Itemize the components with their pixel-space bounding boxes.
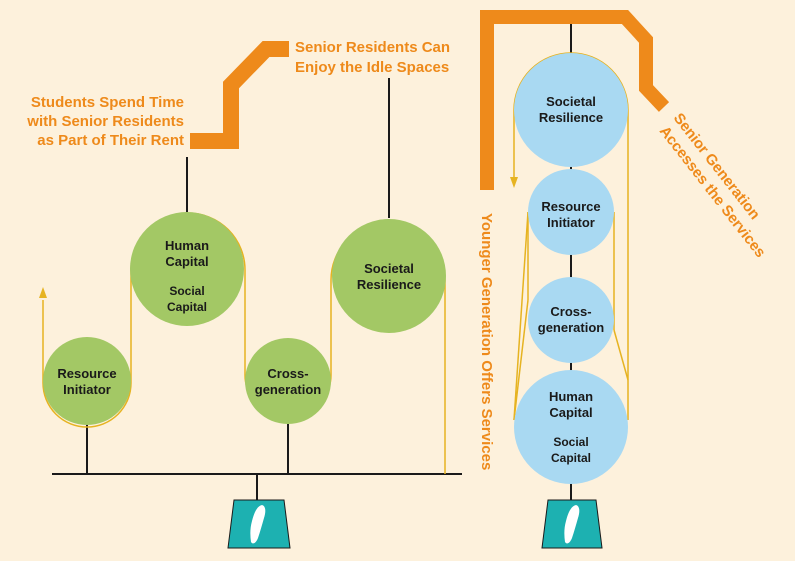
right-cross-generation-line2: generation (538, 320, 605, 335)
students-callout-line3: as Part of Their Rent (37, 132, 184, 149)
left-social-capital-line1: Social (169, 284, 204, 298)
left-societal-resilience-line1: Societal (364, 261, 414, 276)
right-societal-resilience-line1: Societal (546, 94, 596, 109)
right-human-capital-line2: Capital (549, 405, 592, 420)
younger-generation-label: Younger Generation Offers Services (478, 213, 495, 470)
taiwan-island-icon-right (564, 505, 580, 544)
left-resource-initiator-line2: Initiator (63, 382, 111, 397)
left-base (227, 499, 291, 549)
right-node-human-capital (514, 370, 628, 484)
right-societal-resilience-line2: Resilience (539, 110, 603, 125)
left-cross-generation-line1: Cross- (267, 366, 308, 381)
left-human-capital-line2: Capital (165, 254, 208, 269)
left-human-capital-line1: Human (165, 238, 209, 253)
right-resource-initiator-line1: Resource (541, 199, 600, 214)
right-down-arrow (510, 177, 518, 188)
left-up-arrow (39, 287, 47, 298)
right-base (541, 499, 603, 549)
right-cross-generation-line1: Cross- (550, 304, 591, 319)
left-node-societal-resilience (332, 219, 446, 333)
seniors-callout-line2: Enjoy the Idle Spaces (295, 59, 449, 76)
right-diagram: Societal Resilience Resource Initiator C… (478, 10, 769, 549)
left-node-resource-initiator (43, 337, 131, 425)
right-human-capital-line1: Human (549, 389, 593, 404)
right-node-resource-initiator (528, 169, 614, 255)
students-callout-line1: Students Spend Time (31, 94, 184, 111)
right-node-cross-generation (528, 277, 614, 363)
left-diagram: Resource Initiator Human Capital Social … (26, 39, 462, 549)
senior-generation-label-line2: Accesses the Services (656, 123, 769, 261)
left-node-cross-generation (245, 338, 331, 424)
left-cross-generation-line2: generation (255, 382, 322, 397)
right-node-societal-resilience (514, 53, 628, 167)
right-resource-initiator-line2: Initiator (547, 215, 595, 230)
left-node-human-capital (130, 212, 244, 326)
seniors-callout-line1: Senior Residents Can (295, 39, 450, 56)
left-social-capital-line2: Capital (167, 300, 207, 314)
left-societal-resilience-line2: Resilience (357, 277, 421, 292)
taiwan-island-icon (250, 505, 266, 544)
students-callout-line2: with Senior Residents (26, 113, 184, 130)
right-orange-frame (480, 10, 670, 190)
right-social-capital-line2: Capital (551, 451, 591, 465)
left-resource-initiator-line1: Resource (57, 366, 116, 381)
left-orange-bracket (190, 41, 289, 149)
right-social-capital-line1: Social (553, 435, 588, 449)
